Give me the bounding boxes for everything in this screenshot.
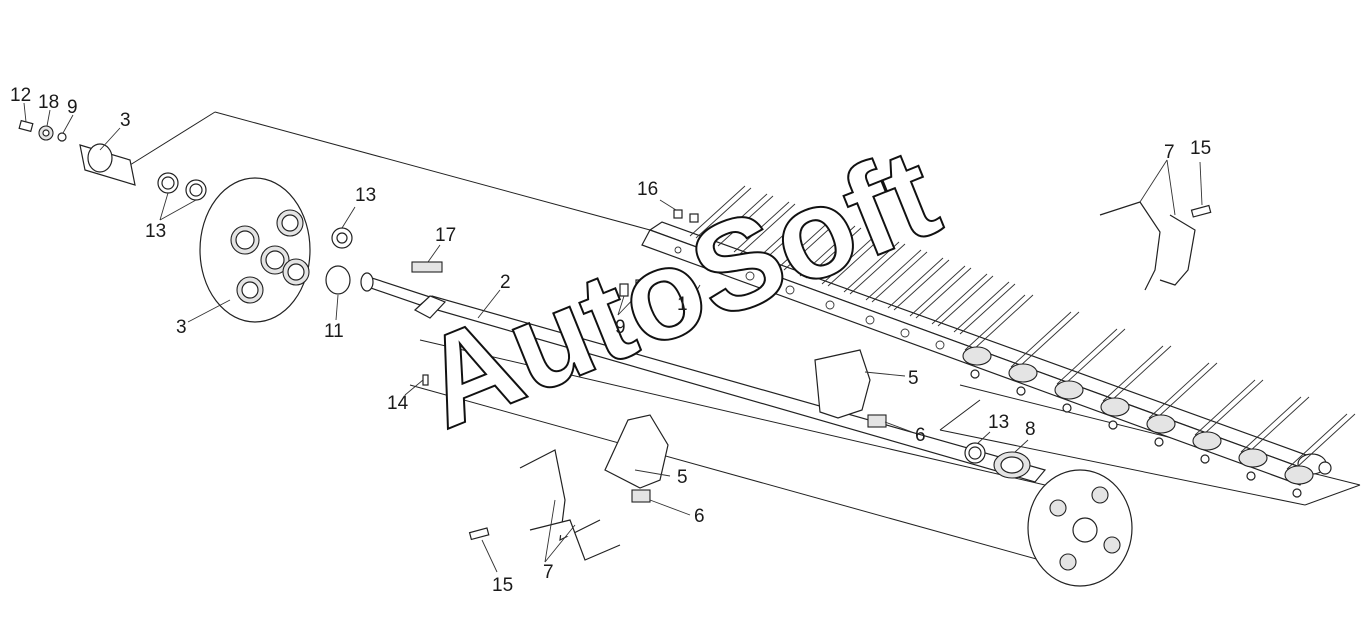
nut (1108, 420, 1118, 430)
tine (1056, 328, 1118, 385)
spring-coil (962, 346, 992, 366)
assembly-outline (129, 111, 1361, 561)
spring-coil (1238, 448, 1268, 468)
tine (777, 217, 834, 269)
callout-16: 16 (637, 179, 658, 200)
tine (865, 249, 922, 301)
tine (1240, 396, 1302, 453)
tine (1148, 362, 1210, 419)
tine (761, 211, 818, 263)
tine (887, 257, 944, 309)
tine (849, 243, 906, 295)
callout-5-top: 5 (908, 368, 919, 389)
callout-6-bottom: 6 (694, 506, 705, 527)
nut (1016, 386, 1026, 396)
tine (893, 259, 950, 311)
small-parts-top-left (18, 119, 443, 386)
hub-disc (199, 177, 311, 323)
tine (1018, 311, 1080, 368)
tine (1064, 328, 1126, 385)
tine (805, 227, 862, 279)
callout-6-top: 6 (915, 425, 926, 446)
callout-18: 18 (38, 92, 59, 113)
tine (821, 233, 878, 285)
callout-7-bottom: 7 (543, 562, 554, 583)
tine (783, 219, 840, 271)
nut (1200, 454, 1210, 464)
bracket-top-right (1099, 201, 1196, 291)
spring-coil (1100, 397, 1130, 417)
tine (827, 235, 884, 287)
callout-12: 12 (10, 85, 31, 106)
callout-8: 8 (1025, 419, 1036, 440)
tine (1010, 311, 1072, 368)
callout-13-mid: 13 (355, 185, 376, 206)
callout-1: 1 (677, 294, 688, 315)
tine (711, 193, 768, 245)
clamp-right (814, 349, 887, 428)
callout-3-disc: 3 (176, 317, 187, 338)
tine (1294, 413, 1356, 470)
tine (871, 251, 928, 303)
callout-14: 14 (387, 393, 409, 414)
nut (1062, 403, 1072, 413)
nut (1246, 471, 1256, 481)
callout-15-top: 15 (1190, 138, 1211, 159)
tine (1156, 362, 1218, 419)
leader-lines (23, 102, 1203, 573)
spring-coil (1284, 465, 1314, 485)
tine (843, 241, 900, 293)
watermark: AutoSoft (402, 121, 956, 456)
nut (1292, 488, 1302, 498)
spring-coil (1146, 414, 1176, 434)
callout-17: 17 (435, 225, 456, 246)
callout-3-top: 3 (120, 110, 131, 131)
tine (689, 185, 746, 237)
tine (695, 187, 752, 239)
rotor-holes (674, 246, 945, 350)
tine (733, 201, 790, 253)
callout-5-bottom: 5 (677, 467, 688, 488)
tine (1248, 396, 1310, 453)
spring-coil (1192, 431, 1222, 451)
shaft-part (360, 272, 1047, 483)
spring-coils (962, 346, 1314, 498)
tine (931, 273, 988, 325)
end-parts (964, 442, 1133, 587)
tine (717, 195, 774, 247)
callout-13-right: 13 (988, 412, 1009, 433)
callout-15-bottom: 15 (492, 575, 513, 596)
clamp-bottom (604, 414, 669, 503)
tine (755, 209, 812, 261)
tine (1202, 379, 1264, 436)
bracket-bottom (519, 449, 621, 561)
nut (1154, 437, 1164, 447)
tine (1102, 345, 1164, 402)
tines (689, 185, 1356, 470)
tine (937, 275, 994, 327)
tine (959, 283, 1016, 335)
callout-11: 11 (324, 321, 344, 342)
spring-coil (1054, 380, 1084, 400)
tine (972, 294, 1034, 351)
tine (799, 225, 856, 277)
nut (970, 369, 980, 379)
tine (1286, 413, 1348, 470)
tine (739, 203, 796, 255)
tine (915, 267, 972, 319)
callout-2: 2 (500, 272, 511, 293)
tine (909, 265, 966, 317)
tine (964, 294, 1026, 351)
callouts: 12 18 9 3 13 13 3 11 17 2 14 16 9 1 7 15… (10, 85, 1211, 596)
tine (1194, 379, 1256, 436)
callout-9-top: 9 (67, 97, 78, 118)
tine (953, 281, 1010, 333)
callout-13-left: 13 (145, 221, 166, 242)
callout-9-mid: 9 (615, 317, 626, 338)
spring-coil (1008, 363, 1038, 383)
tine (1110, 345, 1172, 402)
bolts (468, 204, 1212, 541)
callout-7-top: 7 (1164, 142, 1175, 163)
